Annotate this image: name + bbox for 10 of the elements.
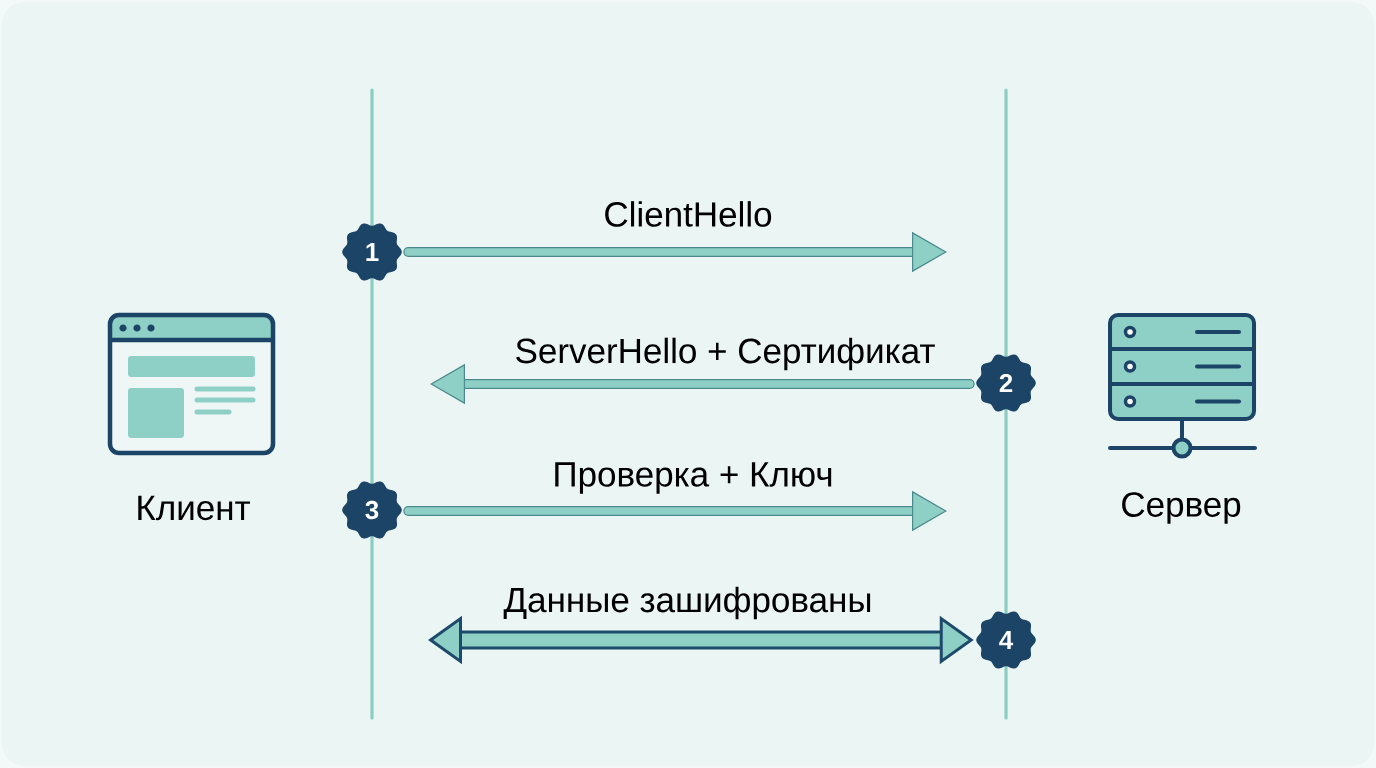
number-badge: 4 xyxy=(976,611,1036,669)
participant-label: Сервер xyxy=(1122,492,1241,524)
number-badge: 1 xyxy=(342,223,402,281)
message-label: ClientHello xyxy=(600,198,776,230)
message-label: Проверка + Ключ xyxy=(549,459,837,497)
message-label: Данные зашифрованы xyxy=(500,584,876,622)
number-badge: 2 xyxy=(976,354,1036,412)
number-badge: 3 xyxy=(342,481,402,539)
message-label: ServerHello + Сертификат xyxy=(511,335,939,373)
participant-label: Клиент xyxy=(138,495,250,521)
